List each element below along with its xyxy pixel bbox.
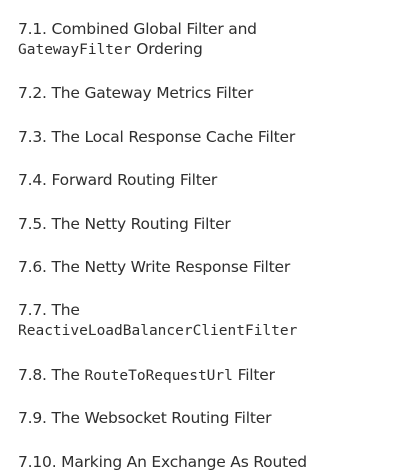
toc-link-text: 7.7. The [18,301,80,320]
toc-link-netty-routing-filter[interactable]: 7.5. The Netty Routing Filter [18,214,409,234]
toc-link-text: 7.9. The Websocket Routing Filter [18,409,272,428]
toc-link-code: GatewayFilter [18,42,132,58]
toc-link-local-response-cache-filter[interactable]: 7.3. The Local Response Cache Filter [18,127,409,147]
toc-link-code: RouteToRequestUrl [84,367,233,384]
toc-link-text: Ordering [131,40,203,58]
toc-link-gateway-metrics-filter[interactable]: 7.2. The Gateway Metrics Filter [18,83,409,103]
toc-link-text: 7.1. Combined Global Filter and [18,20,257,38]
toc-link-text: Filter [232,365,275,384]
toc-link-text: 7.5. The Netty Routing Filter [18,214,231,233]
toc-link-netty-write-response-filter[interactable]: 7.6. The Netty Write Response Filter [18,257,409,277]
toc-link-forward-routing-filter[interactable]: 7.4. Forward Routing Filter [18,170,409,190]
toc-link-text: 7.6. The Netty Write Response Filter [18,257,291,276]
toc-link-text: 7.2. The Gateway Metrics Filter [18,84,254,103]
toc-link-websocket-routing-filter[interactable]: 7.9. The Websocket Routing Filter [18,408,409,428]
toc-link-text: 7.4. Forward Routing Filter [18,171,218,190]
toc-link-text: 7.3. The Local Response Cache Filter [18,127,296,146]
toc-link-marking-exchange-as-routed[interactable]: 7.10. Marking An Exchange As Routed [18,452,409,472]
toc-link-reactive-load-balancer-client-filter[interactable]: 7.7. The ReactiveLoadBalancerClientFilte… [18,300,409,341]
toc-link-text: 7.10. Marking An Exchange As Routed [18,452,307,471]
toc-link-code: ReactiveLoadBalancerClientFilter [18,323,298,340]
toc-link-route-to-request-url-filter[interactable]: 7.8. The RouteToRequestUrl Filter [18,365,409,385]
toc-link-combined-global-filter-ordering[interactable]: 7.1. Combined Global Filter and GatewayF… [18,19,409,60]
toc-link-text: 7.8. The [18,365,85,384]
